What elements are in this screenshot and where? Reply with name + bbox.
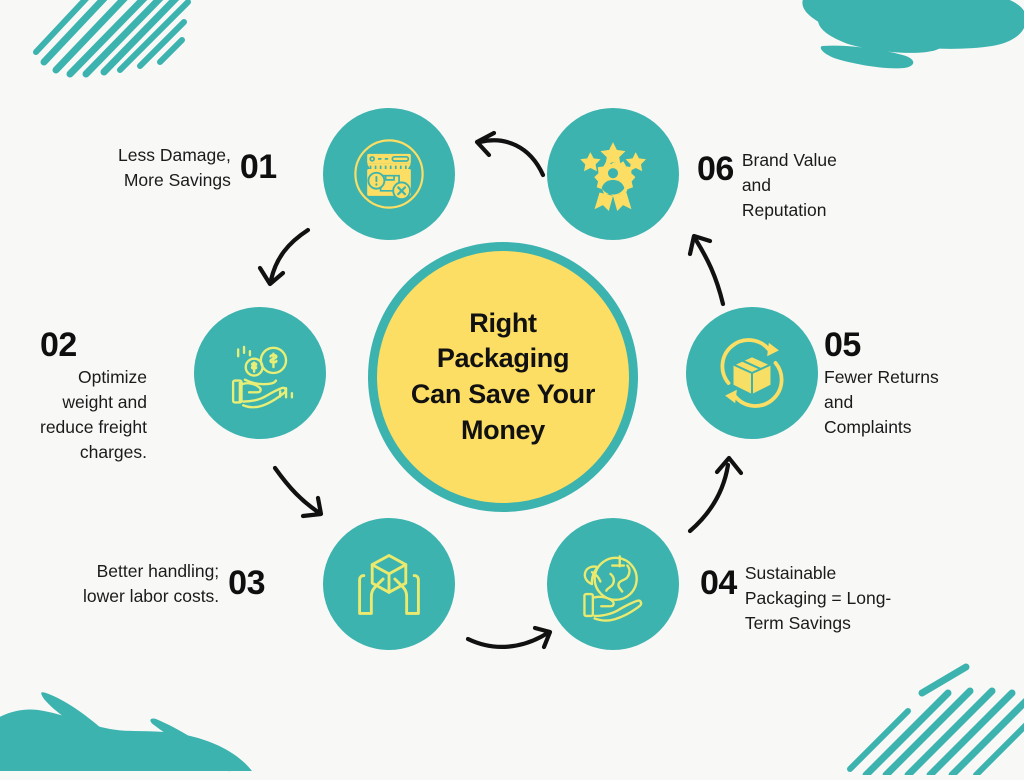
arrow-02-to-03 xyxy=(272,465,324,519)
step-number-02: 02 xyxy=(40,326,77,364)
step-number-03: 03 xyxy=(228,564,265,602)
step-number-04: 04 xyxy=(700,564,737,602)
step-label-03: Better handling; lower labor costs. 03 xyxy=(83,559,265,609)
hands-holding-box-icon xyxy=(358,554,420,615)
step-text-06: Brand Value and Reputation xyxy=(741,150,837,220)
arrow-06-to-01 xyxy=(474,130,546,178)
step-text-01: Less Damage, More Savings xyxy=(118,145,231,190)
step-number-01: 01 xyxy=(239,148,277,186)
arrow-05-to-06 xyxy=(687,233,726,307)
package-return-arrows-icon xyxy=(720,338,784,408)
arrow-04-to-05 xyxy=(687,455,744,534)
diagonal-stripes-top-left xyxy=(0,0,192,121)
page-title: Right Packaging Can Save Your Money xyxy=(410,307,596,445)
step-label-04: 04 Sustainable Packaging = Long- Term Sa… xyxy=(700,561,891,636)
brush-stroke-top-right xyxy=(778,0,1024,105)
step-label-01: Less Damage, More Savings 01 xyxy=(118,143,277,193)
diagonal-stripes-bottom-right xyxy=(830,645,1024,780)
step-label-02: 02 Optimize weight and reduce freight ch… xyxy=(40,328,147,464)
step-circle-06[interactable] xyxy=(547,108,679,240)
step-text-05: Fewer Returns and Complaints xyxy=(824,367,939,437)
step-circle-03[interactable] xyxy=(323,518,455,650)
step-number-05: 05 xyxy=(824,326,861,364)
damaged-package-browser-icon xyxy=(354,139,424,209)
step-text-04: Sustainable Packaging = Long- Term Savin… xyxy=(744,563,892,633)
center-hub: Right Packaging Can Save Your Money xyxy=(368,242,638,512)
award-badge-person-stars-icon xyxy=(580,142,647,211)
step-label-06: 06 Brand Value and Reputation xyxy=(697,148,837,223)
step-label-05: 05 Fewer Returns and Complaints xyxy=(824,328,939,440)
step-text-02: Optimize weight and reduce freight charg… xyxy=(40,367,148,462)
step-number-06: 06 xyxy=(697,150,734,188)
step-circle-02[interactable] xyxy=(194,307,326,439)
step-circle-04[interactable] xyxy=(547,518,679,650)
step-circle-01[interactable] xyxy=(323,108,455,240)
arrow-01-to-02 xyxy=(257,227,311,287)
arrow-03-to-04 xyxy=(465,625,553,650)
step-text-03: Better handling; lower labor costs. xyxy=(83,561,220,606)
hand-holding-eco-globe-icon xyxy=(583,555,643,622)
step-circle-05[interactable] xyxy=(686,307,818,439)
brush-stroke-bottom-left xyxy=(0,653,290,778)
hand-holding-coins-icon xyxy=(231,345,294,409)
